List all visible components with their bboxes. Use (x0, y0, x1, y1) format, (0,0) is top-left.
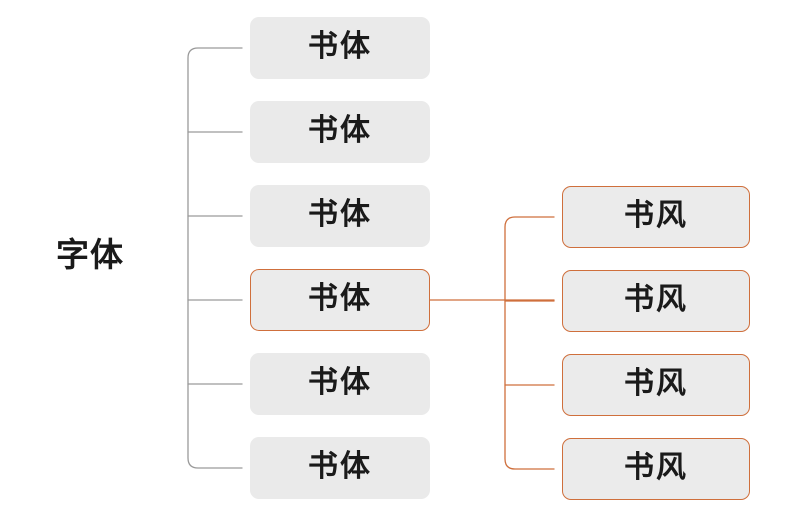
connector-level1-spine (187, 47, 243, 469)
node-level2-1[interactable]: 书风 (562, 270, 750, 332)
node-level1-2[interactable]: 书体 (250, 185, 430, 247)
node-level2-1-label: 书风 (624, 282, 688, 317)
node-level1-1[interactable]: 书体 (250, 101, 430, 163)
root-node-label: 字体 (56, 235, 124, 274)
node-level2-3[interactable]: 书风 (562, 438, 750, 500)
node-level2-0-label: 书风 (624, 198, 688, 233)
node-level1-1-label: 书体 (308, 113, 372, 148)
node-level2-2[interactable]: 书风 (562, 354, 750, 416)
node-level1-2-label: 书体 (308, 197, 372, 232)
connector-level2-spine (504, 216, 555, 470)
node-level1-3[interactable]: 书体 (250, 269, 430, 331)
node-level1-0[interactable]: 书体 (250, 17, 430, 79)
node-level1-4-label: 书体 (308, 365, 372, 400)
node-level1-5-label: 书体 (308, 449, 372, 484)
node-level2-2-label: 书风 (624, 366, 688, 401)
node-level2-3-label: 书风 (624, 450, 688, 485)
node-level1-0-label: 书体 (308, 29, 372, 64)
node-level1-5[interactable]: 书体 (250, 437, 430, 499)
node-level1-4[interactable]: 书体 (250, 353, 430, 415)
node-level1-3-label: 书体 (308, 281, 372, 316)
node-level2-0[interactable]: 书风 (562, 186, 750, 248)
